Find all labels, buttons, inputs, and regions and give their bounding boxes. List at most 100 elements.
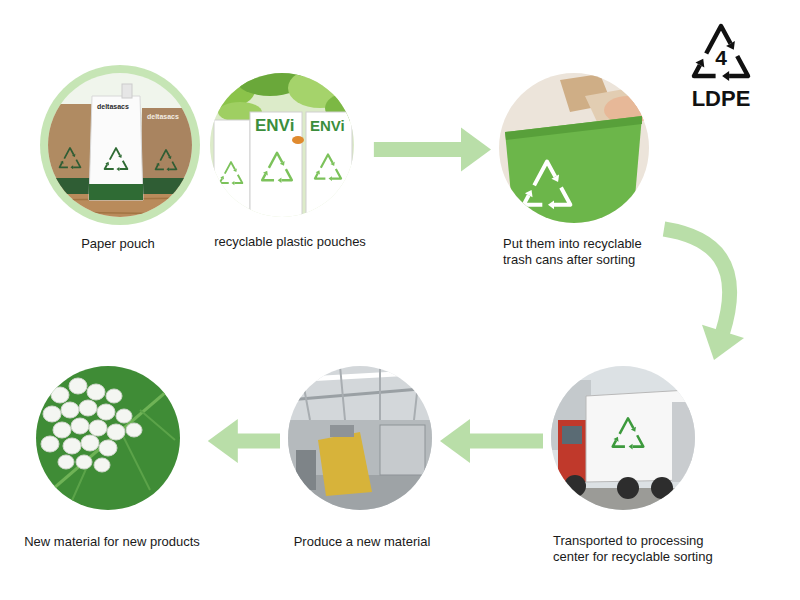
pellet-photo [94, 458, 110, 472]
caption-text: Transported to processing center for rec… [553, 533, 728, 565]
flow-arrow [664, 229, 744, 360]
pellet-photo [43, 406, 61, 422]
caption-text: Paper pouch [81, 236, 155, 252]
plastic-pouch-photo [214, 120, 250, 220]
truck-photo [651, 477, 673, 499]
factory-photo [288, 366, 432, 510]
truck-photo [562, 426, 582, 444]
pellet-photo [99, 440, 117, 456]
plastic-pouch-photo [220, 162, 243, 185]
step-circle: Transported to processing center for rec… [551, 366, 728, 565]
truck-photo [551, 366, 696, 510]
recycling-bin-photo [524, 161, 571, 209]
factory-photo [380, 425, 425, 475]
pellet-photo [107, 424, 125, 440]
resin-code-number: 4 [684, 46, 758, 70]
arrow-shaft [374, 142, 463, 157]
pellet-photo [61, 402, 79, 418]
truck-photo [551, 366, 695, 510]
pellet-photo [106, 389, 122, 403]
factory-photo [288, 366, 432, 510]
plastic-pouch-photo [306, 112, 352, 222]
truck-photo [551, 366, 696, 510]
caption-text: Produce a new material [294, 534, 431, 550]
pellet-photo [63, 438, 81, 454]
arrow-head [702, 325, 744, 360]
pellet-photo [41, 436, 59, 452]
paper-pouch-photo [156, 150, 177, 171]
recycling-bin-photo [499, 73, 652, 236]
truck-photo [613, 418, 644, 449]
caption-text: Put them into recyclable trash cans afte… [503, 236, 658, 268]
step-circle: recyclable plastic pouches [210, 73, 366, 250]
paper-pouch-photo [60, 148, 81, 169]
paper-pouch-photo [140, 178, 194, 194]
step-caption: New material for new products [24, 534, 200, 550]
paper-pouch-photo [89, 96, 143, 200]
arrow-shaft [664, 229, 730, 333]
step-caption: recyclable plastic pouches [214, 234, 366, 250]
pellet-photo [69, 378, 87, 394]
recycling-bin-photo [632, 96, 652, 118]
factory-photo [296, 450, 316, 490]
step-circle: Paper pouch [40, 65, 200, 252]
factory-photo [288, 366, 432, 510]
pellet-photo [126, 423, 142, 437]
factory-photo [288, 372, 432, 380]
paper-pouch-photo [89, 184, 143, 200]
caption-text: recyclable plastic pouches [214, 234, 366, 250]
arrow-shaft [468, 434, 543, 449]
pellet-photo [51, 387, 69, 403]
pellet-photo [81, 435, 99, 451]
factory-photo [330, 425, 354, 437]
step-circle: Produce a new material [288, 366, 432, 550]
arrow-shaft [236, 434, 280, 449]
pellet-photo [53, 422, 71, 438]
pellet-photo [36, 366, 180, 510]
arrow-head [440, 419, 470, 463]
paper-pouch-photo [122, 84, 132, 98]
plastic-pouch-photo [292, 136, 304, 144]
paper-pouch-photo [40, 65, 200, 228]
factory-photo [300, 366, 420, 420]
plastic-pouch-photo [288, 68, 352, 108]
step-caption: Put them into recyclable trash cans afte… [503, 236, 658, 268]
plastic-pouch-photo [195, 64, 365, 222]
pellet-photo [40, 380, 180, 500]
pellet-photo [76, 455, 92, 469]
arrow-head [208, 419, 238, 463]
truck-photo [564, 475, 586, 497]
truck-photo [672, 402, 696, 482]
brand-text: ENVi [310, 117, 345, 134]
flow-arrow [440, 419, 543, 463]
brand-text: deltasacs [147, 113, 179, 121]
pellet-photo [36, 366, 180, 510]
paper-pouch-photo [40, 65, 200, 228]
recycling-bin-photo [499, 73, 652, 236]
plastic-pouch-photo [262, 153, 292, 183]
brand-text: ENVi [255, 116, 294, 136]
factory-photo [288, 388, 432, 400]
step-caption: Produce a new material [294, 534, 431, 550]
resin-code-badge: 4LDPE [684, 22, 758, 112]
flow-arrow [208, 419, 280, 463]
pellet-photo [58, 455, 74, 469]
pellet-photo [116, 409, 132, 423]
pellet-photo [87, 384, 105, 400]
step-caption: Transported to processing center for rec… [553, 533, 728, 565]
pellet-photo [89, 420, 107, 436]
brand-text: deltasacs [97, 103, 129, 111]
factory-photo [318, 432, 372, 496]
resin-code-name: LDPE [684, 86, 758, 112]
pellet-photo [36, 366, 180, 510]
paper-pouch-photo [40, 212, 200, 214]
plastic-pouch-photo [250, 112, 302, 222]
paper-pouch-photo [105, 148, 128, 171]
pellet-photo [71, 418, 89, 434]
recycling-bin-photo [505, 116, 642, 236]
paper-pouch-photo [140, 108, 194, 194]
pellet-photo [70, 410, 175, 505]
